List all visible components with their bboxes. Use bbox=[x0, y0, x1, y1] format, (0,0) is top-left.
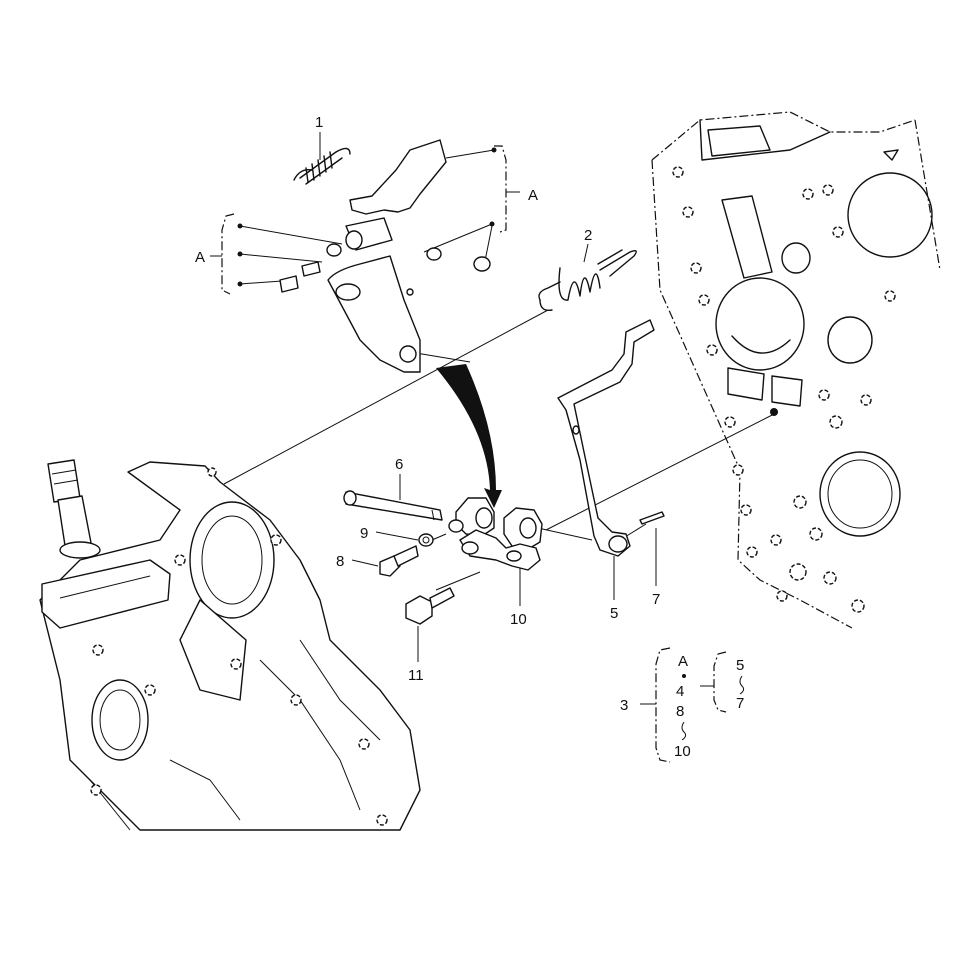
callout-5: 5 bbox=[610, 605, 618, 622]
legend-group-3: 3 bbox=[620, 697, 628, 714]
callout-7: 7 bbox=[652, 591, 660, 608]
callout-6: 6 bbox=[395, 456, 403, 473]
block-bolt-holes bbox=[672, 166, 896, 613]
engine-block-left bbox=[39, 459, 421, 831]
callout-10: 10 bbox=[510, 611, 527, 628]
part-1-spring bbox=[293, 147, 351, 185]
callout-labels: 1 2 6 9 8 5 7 10 11 A A bbox=[195, 114, 660, 684]
install-direction-arrow bbox=[436, 364, 502, 508]
part-8-bolt bbox=[379, 545, 419, 577]
callout-a-left: A bbox=[195, 249, 205, 266]
housing-bolt-holes bbox=[90, 467, 388, 826]
part-5-lever bbox=[557, 319, 655, 557]
legend-item-a: A bbox=[678, 653, 688, 670]
callout-1: 1 bbox=[315, 114, 323, 131]
legend-item-5: 5 bbox=[736, 657, 744, 674]
part-11-bolt bbox=[405, 587, 455, 625]
engine-block-right bbox=[651, 111, 941, 629]
governor-lever-assembly bbox=[237, 139, 497, 373]
legend-item-7: 7 bbox=[736, 695, 744, 712]
legend-item-8: 8 bbox=[676, 703, 684, 720]
part-6-pin bbox=[343, 490, 443, 521]
legend-item-4: 4 bbox=[676, 683, 684, 700]
group-bracket-a-left bbox=[210, 213, 235, 295]
part-7-split-pin bbox=[639, 511, 665, 525]
assembly-legend: 3 A 4 8 10 5 7 bbox=[620, 647, 744, 763]
callout-2: 2 bbox=[584, 227, 592, 244]
callout-8: 8 bbox=[336, 553, 344, 570]
callout-a-right: A bbox=[528, 187, 538, 204]
part-2-spring bbox=[538, 249, 637, 311]
callout-11: 11 bbox=[408, 667, 424, 684]
part-10-bracket bbox=[455, 497, 543, 571]
group-bracket-a-right bbox=[494, 145, 520, 233]
part-9-washer bbox=[418, 519, 464, 547]
callout-9: 9 bbox=[360, 525, 368, 542]
callout-leaders bbox=[319, 132, 657, 662]
legend-item-10: 10 bbox=[674, 743, 691, 760]
